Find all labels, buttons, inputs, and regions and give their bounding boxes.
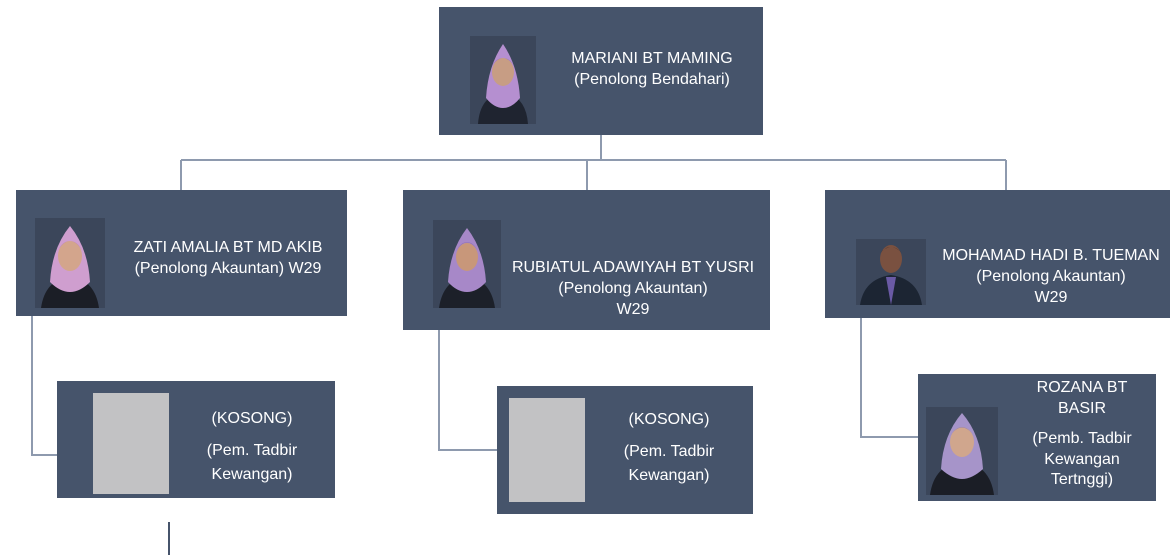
person-name: (KOSONG)	[211, 410, 293, 427]
portrait-icon	[35, 218, 105, 308]
person-role: (Penolong Bendahari)	[574, 71, 730, 88]
person-role: (Penolong Akauntan)	[976, 268, 1126, 285]
person-name: MOHAMAD HADI B. TUEMAN	[942, 247, 1160, 264]
portrait-icon	[926, 407, 998, 495]
connector-left-child	[31, 316, 57, 456]
portrait-icon	[433, 220, 501, 308]
person-name: MARIANI BT MAMING	[571, 50, 733, 67]
person-name: BASIR	[1057, 399, 1106, 417]
person-role: Kewangan)	[211, 466, 293, 483]
person-role: (Pem. Tadbir	[206, 442, 298, 459]
person-name: ROZANA BT	[1036, 379, 1128, 396]
person-role: Kewangan)	[628, 467, 710, 484]
person-name: (KOSONG)	[628, 411, 710, 428]
connector-right-child	[860, 318, 918, 438]
connector-middle-child	[438, 330, 497, 451]
orgchart-node-top: MARIANI BT MAMING (Penolong Bendahari)	[439, 7, 763, 135]
person-name: RUBIATUL ADAWIYAH BT YUSRI	[511, 259, 755, 276]
person-grade: W29	[1034, 289, 1068, 306]
person-role: (Penolong Akauntan) W29	[134, 260, 322, 277]
orgchart-node-middle: RUBIATUL ADAWIYAH BT YUSRI (Penolong Aka…	[403, 190, 770, 330]
person-role: Tertnggi)	[1050, 471, 1114, 488]
orgchart-node-right: MOHAMAD HADI B. TUEMAN (Penolong Akaunta…	[825, 190, 1170, 318]
portrait-icon	[856, 239, 926, 305]
person-role: (Pem. Tadbir	[623, 443, 715, 460]
orgchart-node-left-child: (KOSONG) (Pem. Tadbir Kewangan)	[57, 381, 335, 498]
empty-photo-placeholder	[93, 393, 169, 494]
orgchart-node-left: ZATI AMALIA BT MD AKIB (Penolong Akaunta…	[16, 190, 347, 316]
portrait-icon	[470, 36, 536, 124]
person-role: Kewangan	[1044, 450, 1120, 468]
orgchart-node-right-child: ROZANA BT BASIR (Pemb. Tadbir Kewangan T…	[918, 374, 1156, 501]
empty-photo-placeholder	[509, 398, 585, 502]
person-role: (Pemb. Tadbir	[1032, 430, 1132, 447]
person-name: ZATI AMALIA BT MD AKIB	[133, 239, 323, 256]
person-grade: W29	[616, 301, 650, 318]
orgchart-node-middle-child: (KOSONG) (Pem. Tadbir Kewangan)	[497, 386, 753, 514]
person-role: (Penolong Akauntan)	[558, 280, 708, 297]
